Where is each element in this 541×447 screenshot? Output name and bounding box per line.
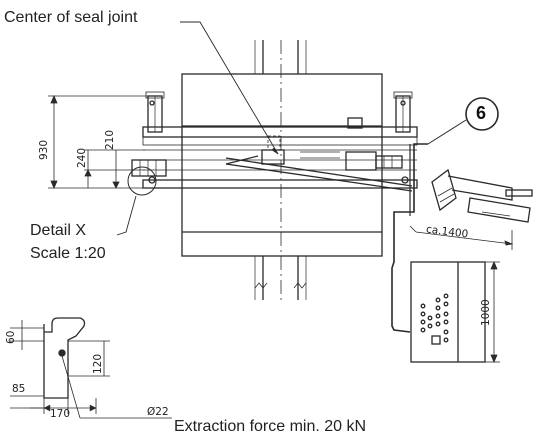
detail-x-label: Detail X — [30, 222, 87, 239]
dim-120-text: 120 — [92, 353, 104, 374]
seal-joint-leader — [180, 21, 279, 155]
detail-x-drawing — [10, 317, 172, 419]
cable — [391, 143, 428, 333]
dim-22-text: Ø22 — [147, 406, 169, 418]
detail-x-circle — [127, 166, 157, 196]
callout-number: 6 — [476, 103, 487, 123]
dim-240-text: 240 — [76, 147, 88, 168]
scale-label: Scale 1:20 — [30, 245, 106, 262]
dim-210-text: 210 — [104, 129, 116, 150]
dim-930-text: 930 — [38, 139, 50, 160]
dim-60-text: 60 — [5, 330, 17, 344]
shaft-bottom — [254, 256, 307, 300]
extraction-force-label: Extraction force min. 20 kN — [174, 418, 367, 435]
detail-x-leader — [116, 195, 137, 236]
dimension-930 — [48, 94, 150, 190]
dim-1000-text: 1000 — [480, 299, 492, 326]
dimension-240 — [84, 149, 145, 188]
center-seal-joint-label: Center of seal joint — [4, 9, 138, 26]
dim-85-text: 85 — [12, 383, 26, 395]
control-box — [410, 261, 486, 363]
dimension-1000 — [458, 260, 500, 364]
callout-circle — [465, 97, 499, 131]
pendant — [431, 168, 533, 223]
shaft-top — [254, 40, 307, 74]
dimension-210 — [112, 150, 120, 189]
dimension-ca1400 — [409, 225, 514, 250]
housing — [181, 73, 383, 257]
seal-frame — [131, 91, 418, 192]
dim-170-text: 170 — [50, 408, 71, 420]
